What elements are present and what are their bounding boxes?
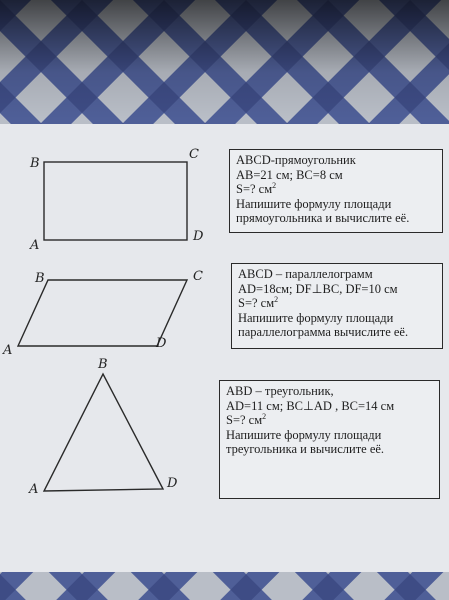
problem-2-unit-exponent: 2 <box>274 294 279 304</box>
problem-2-line-2: AD=18см; DF⊥BC, DF=10 см <box>238 281 398 296</box>
tri-vertex-d: D <box>167 476 178 491</box>
problem-3-line-4: Напишите формулу площади <box>226 427 382 442</box>
problem-2-line-1: ABCD – параллелограмм <box>238 267 373 281</box>
para-vertex-a: A <box>3 343 13 358</box>
tri-vertex-b: B <box>98 357 108 372</box>
problem-3-unit-exponent: 2 <box>262 411 267 421</box>
problem-3-box: ABD – треугольник, AD=11 см; BC⊥AD , BC=… <box>219 380 440 499</box>
parallelogram-figure <box>16 279 189 347</box>
problem-3-line-1: ABD – треугольник, <box>226 384 334 398</box>
problem-3-area-question: S=? см <box>226 413 263 427</box>
problem-3-line-5: треугольника и вычислите её. <box>226 442 385 456</box>
problem-2-line-4: Напишите формулу площади <box>238 310 394 325</box>
problem-1-area-question: S=? см <box>236 182 273 196</box>
problem-1-line-2: AB=21 см; BC=8 см <box>236 167 343 182</box>
problem-1-line-3: S=? см2 <box>236 180 442 197</box>
problem-2-line-5: параллелограмма вычислите её. <box>238 325 409 339</box>
para-vertex-b: B <box>35 271 45 286</box>
rect-vertex-b: B <box>30 156 40 171</box>
rect-vertex-c: C <box>189 147 199 162</box>
problem-1-line-4: Напишите формулу площади <box>236 196 392 211</box>
para-vertex-c: C <box>193 269 203 284</box>
problem-1-box: ABCD-прямоугольник AB=21 см; BC=8 см S=?… <box>229 149 443 233</box>
problem-3-line-3: S=? см2 <box>226 411 439 428</box>
problem-1-line-5: прямоугольника и вычислите её. <box>236 211 410 225</box>
rect-vertex-d: D <box>193 229 204 244</box>
rect-vertex-a: A <box>30 238 40 253</box>
tri-vertex-a: A <box>29 482 39 497</box>
problem-3-line-2: AD=11 см; BC⊥AD , BC=14 см <box>226 398 395 413</box>
problem-2-line-3: S=? см2 <box>238 294 442 311</box>
problem-1-line-1: ABCD-прямоугольник <box>236 153 356 167</box>
para-vertex-d: D <box>156 336 167 351</box>
triangle-figure <box>42 372 165 492</box>
problem-1-unit-exponent: 2 <box>272 180 277 190</box>
problem-2-area-question: S=? см <box>238 296 275 310</box>
rectangle-figure <box>43 161 188 241</box>
problem-2-box: ABCD – параллелограмм AD=18см; DF⊥BC, DF… <box>231 263 443 349</box>
